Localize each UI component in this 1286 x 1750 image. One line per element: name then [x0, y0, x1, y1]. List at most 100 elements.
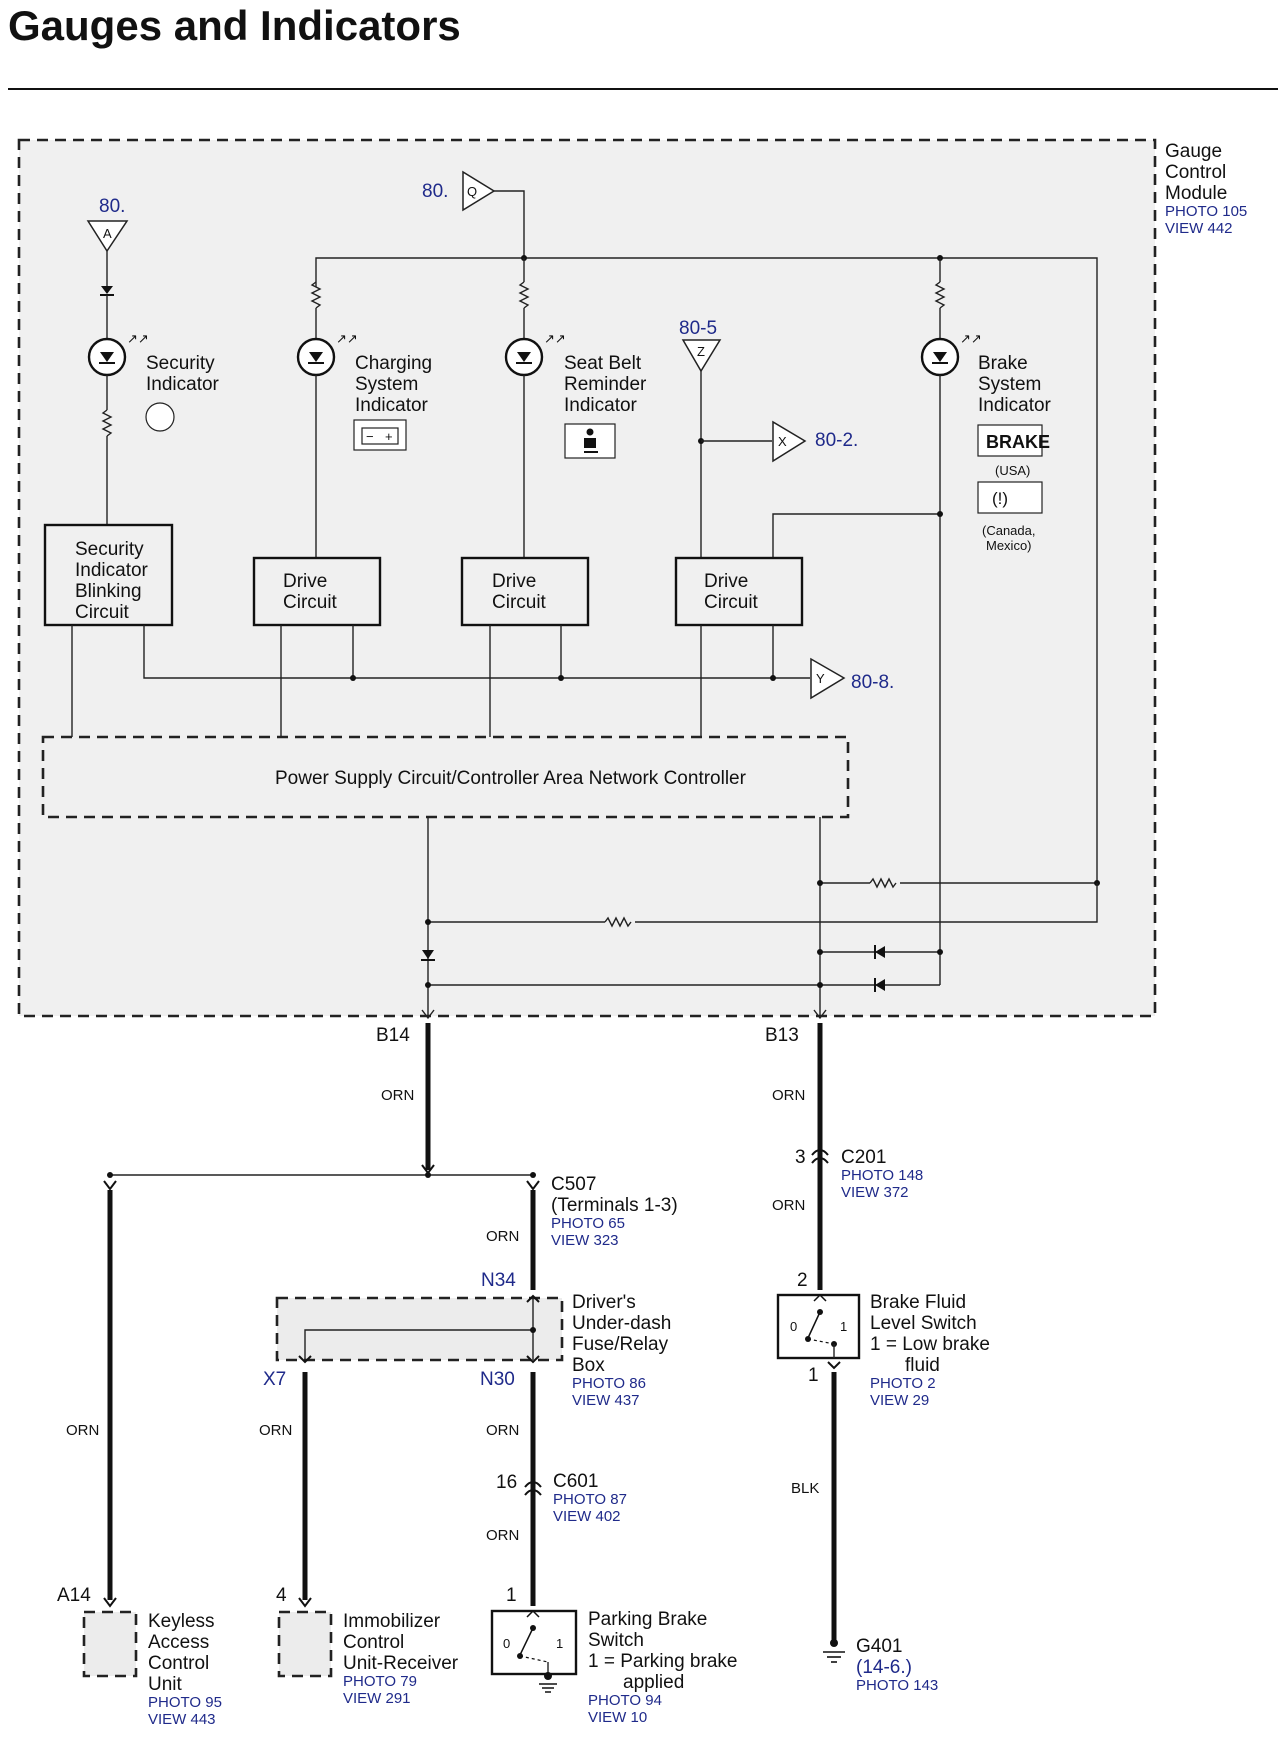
svg-text:+: +: [385, 429, 393, 444]
light-rays-icon: ↗↗: [544, 331, 566, 346]
c507-name: C507: [551, 1174, 596, 1195]
ref-x-letter: X: [778, 434, 787, 449]
b14-resistor: [604, 916, 632, 928]
c201-photo: PHOTO 148: [841, 1167, 923, 1184]
wire-label-blk: BLK: [791, 1480, 819, 1497]
svg-text:−: −: [366, 429, 374, 444]
fuse-relay-box: [275, 1296, 564, 1362]
ref-a-letter: A: [103, 226, 112, 241]
security-blink-line-4: Circuit: [75, 602, 130, 623]
immobilizer-unit-box: [277, 1610, 333, 1678]
input-z-triangle: [681, 339, 722, 373]
immobilizer-pin: 4: [276, 1585, 287, 1606]
ref-q-letter: Q: [467, 184, 477, 199]
input-a: 80. A: [86, 196, 129, 339]
parking-brake-pos0: 0: [503, 1636, 510, 1651]
security-indicator-line-1: Security: [146, 353, 215, 374]
immobilizer-line-3: Unit-Receiver: [343, 1653, 459, 1674]
c601-pin: 16: [496, 1472, 517, 1493]
drive3-line-1: Drive: [704, 571, 748, 592]
security-blink-line-1: Security: [75, 539, 144, 560]
parking-brake-photo: PHOTO 94: [588, 1692, 662, 1709]
parking-brake-line-2: Switch: [588, 1630, 644, 1651]
fuse-box-line-3: Fuse/Relay: [572, 1334, 669, 1355]
b14-diode: [422, 950, 434, 959]
charging-indicator-lamp: ↗↗: [296, 331, 358, 377]
immobilizer-line-2: Control: [343, 1632, 404, 1653]
keyless-view: VIEW 443: [148, 1711, 216, 1728]
c201-connector-symbol: [811, 1149, 829, 1156]
parking-brake-line-4: applied: [623, 1672, 684, 1693]
fuse-box-photo: PHOTO 86: [572, 1375, 646, 1392]
ref-y-number: 80-8.: [851, 672, 894, 693]
c507-photo: PHOTO 65: [551, 1215, 625, 1232]
ref-z-number: 80-5: [679, 318, 717, 339]
immobilizer-line-1: Immobilizer: [343, 1611, 441, 1632]
immobilizer-photo: PHOTO 79: [343, 1673, 417, 1690]
light-rays-icon: ↗↗: [960, 331, 982, 346]
brake-indicator-lamp: ↗↗: [920, 331, 982, 377]
ref-x-number: 80-2.: [815, 430, 858, 451]
ground-g401-icon: [823, 1639, 845, 1663]
wire-label-c601-orn: ORN: [486, 1527, 519, 1544]
light-rays-icon: ↗↗: [127, 331, 149, 346]
fuse-n30: N30: [480, 1369, 515, 1390]
brake-fluid-photo: PHOTO 2: [870, 1375, 936, 1392]
fuse-box-line-1: Driver's: [572, 1292, 636, 1313]
parking-brake-view: VIEW 10: [588, 1709, 647, 1726]
c201-pin: 3: [795, 1147, 806, 1168]
c601-photo: PHOTO 87: [553, 1491, 627, 1508]
keyless-label: Keyless Access Control Unit PHOTO 95 VIE…: [148, 1611, 222, 1728]
charging-indicator-line-2: System: [355, 374, 418, 395]
fuse-box-label: Driver's Under-dash Fuse/Relay Box PHOTO…: [572, 1292, 671, 1409]
brake-fluid-level-switch: 0 1: [776, 1293, 861, 1360]
seatbelt-indicator-line-3: Indicator: [564, 395, 638, 416]
wire-label-c507-orn: ORN: [486, 1228, 519, 1245]
power-supply-can-controller-box: Power Supply Circuit/Controller Area Net…: [41, 735, 850, 819]
brake-indicator-line-3: Indicator: [978, 395, 1052, 416]
fuse-box-line-4: Box: [572, 1355, 605, 1376]
brake-symbol-text: BRAKE: [986, 432, 1050, 452]
brake-fluid-line-3: 1 = Low brake: [870, 1334, 990, 1355]
brake-fluid-line-1: Brake Fluid: [870, 1292, 966, 1313]
parking-brake-line-3: 1 = Parking brake: [588, 1651, 737, 1672]
g401-label: G401 (14-6.) PHOTO 143: [856, 1636, 938, 1694]
g401-photo: PHOTO 143: [856, 1677, 938, 1694]
brake-exclamation-symbol: (!): [977, 481, 1043, 514]
brake-diode-2: [875, 979, 885, 991]
brake-icon-text: (!): [992, 489, 1008, 508]
security-blink-line-2: Indicator: [75, 560, 149, 581]
drive3-line-2: Circuit: [704, 592, 759, 613]
keyless-photo: PHOTO 95: [148, 1694, 222, 1711]
security-indicator-line-2: Indicator: [146, 374, 220, 395]
wire-label-keyless-orn: ORN: [66, 1422, 99, 1439]
module-name-line-2: Control: [1165, 162, 1226, 183]
brake-indicator-line-1: Brake: [978, 353, 1028, 374]
output-x: X 80-2.: [772, 420, 858, 463]
security-blinking-circuit-box: Security Indicator Blinking Circuit: [43, 523, 174, 627]
drive-circuit-box-2: Drive Circuit: [460, 556, 590, 627]
g401-ref: (14-6.): [856, 1657, 912, 1678]
brake-resistor: [934, 281, 946, 309]
c507-sub: (Terminals 1-3): [551, 1195, 678, 1216]
input-q-triangle: [462, 170, 496, 212]
module-view: VIEW 442: [1165, 220, 1233, 237]
brake-fluid-pos0: 0: [790, 1319, 797, 1334]
c601-name: C601: [553, 1471, 598, 1492]
ref-z-letter: Z: [697, 344, 705, 359]
c507-view: VIEW 323: [551, 1232, 619, 1249]
drive2-line-1: Drive: [492, 571, 536, 592]
fuse-n34: N34: [481, 1270, 516, 1291]
fuse-box-view: VIEW 437: [572, 1392, 640, 1409]
charging-resistor: [310, 281, 322, 309]
brake-fluid-line-4: fluid: [905, 1355, 940, 1376]
keyless-pin: A14: [57, 1585, 91, 1606]
parking-brake-switch: 0 1: [490, 1609, 578, 1693]
battery-icon: −+: [353, 419, 407, 451]
keyless-line-4: Unit: [148, 1674, 183, 1695]
output-y: Y 80-8.: [810, 657, 894, 700]
keyless-unit-box: [82, 1610, 138, 1678]
brake-usa-label: (USA): [995, 463, 1030, 478]
brake-canada-line-2: Mexico): [986, 538, 1032, 553]
immobilizer-view: VIEW 291: [343, 1690, 411, 1707]
